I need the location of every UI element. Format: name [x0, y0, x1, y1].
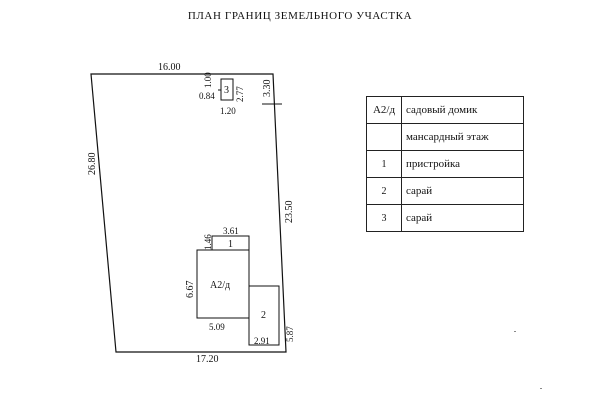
legend-code: [366, 123, 402, 151]
legend-row: 2 сарай: [366, 177, 524, 205]
house-label: А2/д: [210, 280, 230, 291]
dim-right-lower: 5.87: [285, 326, 295, 342]
house-a2d: [196, 249, 250, 319]
legend-row: 1 пристройка: [366, 150, 524, 178]
legend-desc: пристройка: [401, 150, 524, 178]
dim-top: 16.00: [158, 62, 181, 73]
house-dim-left: 6.67: [185, 281, 196, 299]
legend-code: А2/д: [366, 96, 402, 124]
building-3-label: 3: [224, 85, 229, 96]
legend-table: А2/д садовый домик мансардный этаж 1 при…: [366, 96, 524, 232]
page-title: ПЛАН ГРАНИЦ ЗЕМЕЛЬНОГО УЧАСТКА: [187, 10, 413, 22]
building-1-dim-top: 3.61: [223, 226, 239, 236]
legend-desc: садовый домик: [401, 96, 524, 124]
plot-boundary: [90, 73, 287, 353]
building-3-dim-left: 0.84: [199, 91, 215, 101]
legend-row: мансардный этаж: [366, 123, 524, 151]
building-3-dim-top: 1.00: [203, 72, 213, 88]
dim-bottom: 17.20: [196, 354, 219, 365]
legend-code: 3: [366, 204, 402, 232]
scan-speck: [514, 331, 516, 332]
legend-code: 1: [366, 150, 402, 178]
legend-row: А2/д садовый домик: [366, 96, 524, 124]
scan-speck: [540, 388, 542, 389]
legend-desc: мансардный этаж: [401, 123, 524, 151]
building-3-dim-right: 2.77: [235, 86, 245, 102]
legend-row: 3 сарай: [366, 204, 524, 232]
building-2: [248, 285, 280, 346]
dim-left: 26.80: [87, 153, 98, 176]
legend-desc: сарай: [401, 204, 524, 232]
building-1-dim-left: 1.46: [203, 234, 213, 250]
dim-right: 23.50: [284, 201, 295, 224]
building-2-dim-bottom: 2.91: [254, 336, 270, 346]
building-2-label: 2: [261, 310, 266, 321]
house-dim-bottom: 5.09: [209, 322, 225, 332]
building-1-label: 1: [228, 239, 233, 250]
dim-right-upper: 3.30: [262, 80, 273, 98]
legend-desc: сарай: [401, 177, 524, 205]
building-3-dim-bottom: 1.20: [220, 106, 236, 116]
legend-code: 2: [366, 177, 402, 205]
